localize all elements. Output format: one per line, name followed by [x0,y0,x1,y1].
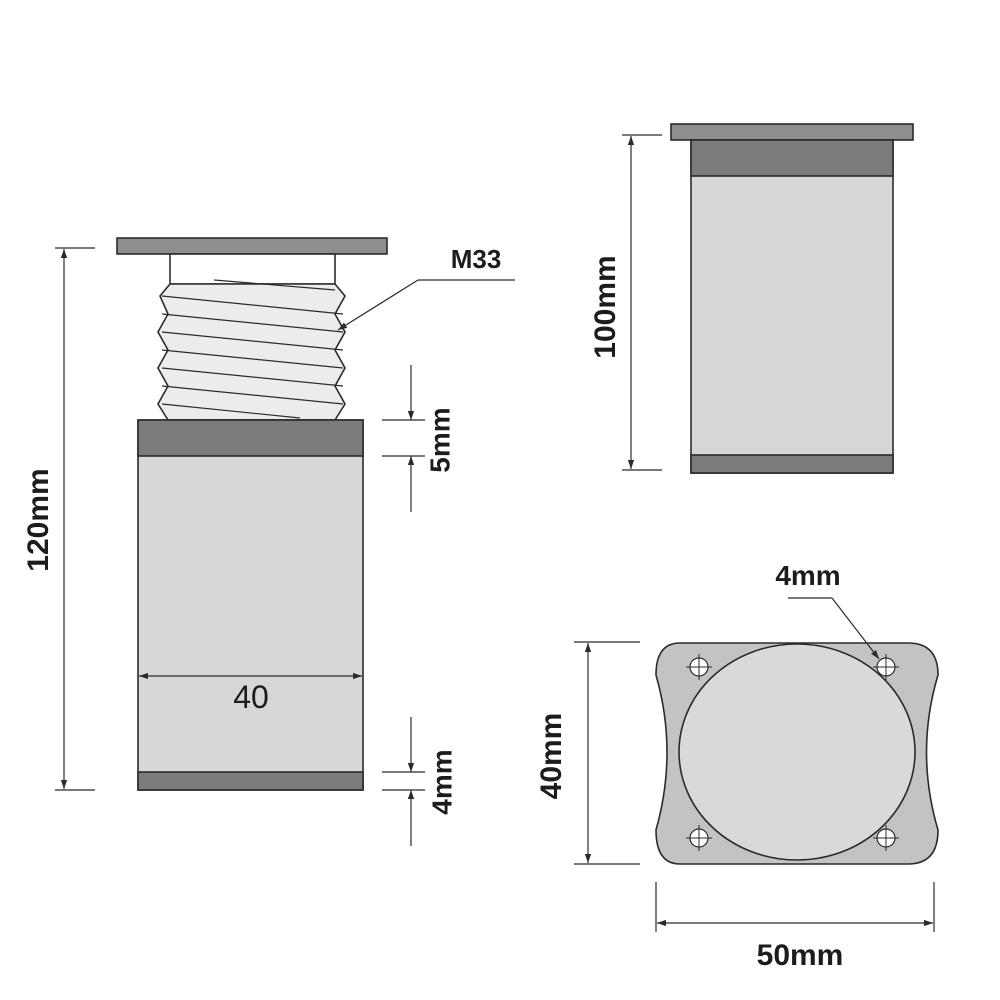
side-view [116,237,388,791]
plate-depth-label: 40mm [535,713,568,800]
thread-lines [161,279,344,419]
hole-leader [788,597,880,660]
thread-collar [169,253,336,285]
front-view [670,123,914,474]
dimension-body-height [622,134,662,471]
dimension-plate-depth [574,641,640,865]
dimension-lower-band [382,717,425,846]
width-label: 40 [233,679,269,715]
upper-band [137,419,364,457]
front-mounting-plate [670,123,914,141]
lower-band-label: 4mm [426,749,457,814]
hole-crosshairs [686,654,899,851]
front-leg-body [690,139,894,474]
bottom-view [655,642,939,865]
dimension-upper-band [382,365,425,512]
total-height-label: 120mm [22,468,55,571]
leg-body [137,419,364,791]
leg-face-circle [678,643,916,861]
dimension-plate-width [655,882,935,932]
dimension-total-height [55,247,95,791]
upper-band-label: 5mm [424,407,455,472]
front-upper-band [690,139,894,177]
thread-leader [337,279,515,331]
body-height-label: 100mm [589,255,622,358]
hole-label: 4mm [775,560,840,591]
plate-width-label: 50mm [757,939,844,972]
thread-label: M33 [451,244,502,274]
mounting-plate [116,237,388,255]
lower-band [137,771,364,791]
front-lower-band [690,454,894,474]
